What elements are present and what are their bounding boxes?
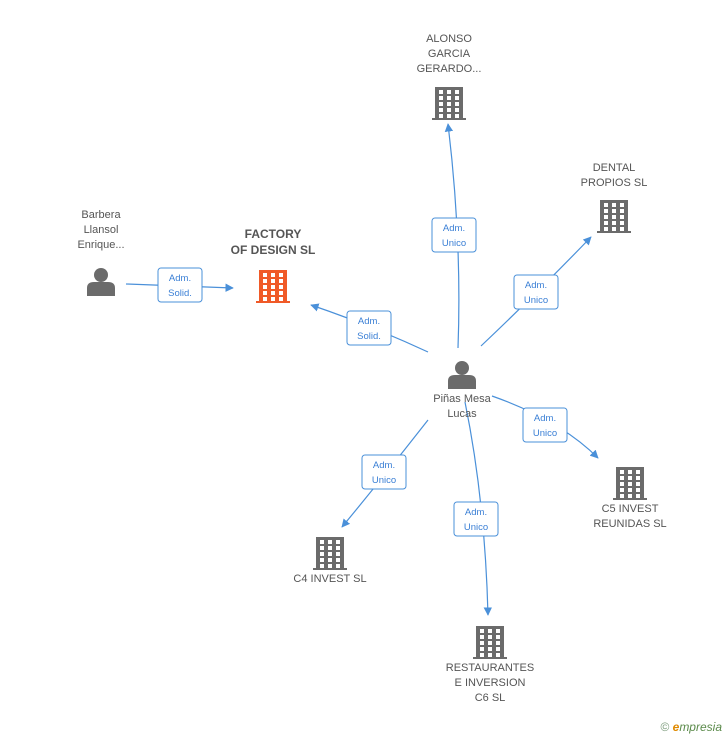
edge-label-line: Unico — [464, 522, 488, 533]
node-label: Lucas — [447, 408, 477, 420]
edge-label-line: Adm. — [465, 507, 487, 518]
node-label: Llansol — [84, 224, 119, 236]
edge-label-line: Unico — [442, 238, 466, 249]
copyright-icon: © — [660, 720, 670, 734]
copyright-footer: © empresia — [660, 720, 722, 734]
edge-label-box — [361, 454, 407, 490]
edge-label-line: Adm. — [373, 460, 395, 471]
node-label: REUNIDAS SL — [593, 518, 666, 530]
node-barbera[interactable]: BarberaLlansolEnrique... — [77, 209, 125, 296]
node-rest[interactable]: RESTAURANTES E INVERSION C6 SL — [446, 626, 534, 704]
edge-label-box — [346, 310, 392, 346]
node-alonso[interactable]: ALONSO GARCIA GERARDO... — [417, 33, 482, 120]
edge-label-box — [453, 501, 499, 537]
edge-label-line: Adm. — [525, 280, 547, 291]
node-label: PROPIOS SL — [581, 177, 648, 189]
edge-label-line: Unico — [524, 295, 548, 306]
edge-label-line: Adm. — [169, 273, 191, 284]
edge-label-pinas-to-c4[interactable]: Adm. Unico — [361, 454, 407, 490]
edge-label-box — [522, 407, 568, 443]
node-factory[interactable]: FACTORY OF DESIGN SL — [231, 227, 316, 303]
node-label: E INVERSION — [455, 677, 526, 689]
edge-label-line: Unico — [533, 428, 557, 439]
building-icon — [313, 537, 347, 570]
edge-label-pinas-to-factory[interactable]: Adm. Solid. — [346, 310, 392, 346]
node-label: OF DESIGN SL — [231, 243, 316, 257]
edge-label-line: Solid. — [357, 331, 381, 342]
node-label: C4 INVEST SL — [293, 573, 366, 585]
node-label: Barbera — [81, 209, 121, 221]
node-label: GARCIA — [428, 48, 471, 60]
node-label: C6 SL — [475, 692, 506, 704]
node-label: FACTORY — [245, 227, 302, 241]
person-icon — [87, 268, 115, 296]
node-label: RESTAURANTES — [446, 662, 534, 674]
edge-label-box — [431, 217, 477, 253]
building-icon — [473, 626, 507, 659]
edge-label-line: Unico — [372, 475, 396, 486]
person-icon — [448, 361, 476, 389]
edge-label-box — [513, 274, 559, 310]
building-icon — [597, 200, 631, 233]
edge-label-line: Adm. — [358, 316, 380, 327]
brand-logo[interactable]: empresia — [672, 720, 722, 734]
node-dental[interactable]: DENTAL PROPIOS SL — [581, 162, 648, 233]
building-icon — [256, 270, 290, 303]
node-label: Enrique... — [77, 239, 124, 251]
node-label: ALONSO — [426, 33, 472, 45]
edge-label-pinas-to-c5[interactable]: Adm. Unico — [522, 407, 568, 443]
edge-label-line: Adm. — [443, 223, 465, 234]
node-label: DENTAL — [593, 162, 636, 174]
building-icon — [613, 467, 647, 500]
edge-label-pinas-to-alonso[interactable]: Adm. Unico — [431, 217, 477, 253]
edge-label-barbera-to-factory[interactable]: Adm. Solid. — [157, 267, 203, 303]
node-c4[interactable]: C4 INVEST SL — [293, 537, 367, 585]
edge-label-line: Adm. — [534, 413, 556, 424]
node-c5[interactable]: C5 INVEST REUNIDAS SL — [593, 467, 667, 530]
edge-label-line: Solid. — [168, 288, 192, 299]
node-label: Piñas Mesa — [433, 393, 491, 405]
node-label: GERARDO... — [417, 63, 482, 75]
edge-label-box — [157, 267, 203, 303]
node-label: C5 INVEST — [602, 503, 659, 515]
edge-label-pinas-to-dental[interactable]: Adm. Unico — [513, 274, 559, 310]
edge-label-pinas-to-rest[interactable]: Adm. Unico — [453, 501, 499, 537]
building-icon — [432, 87, 466, 120]
